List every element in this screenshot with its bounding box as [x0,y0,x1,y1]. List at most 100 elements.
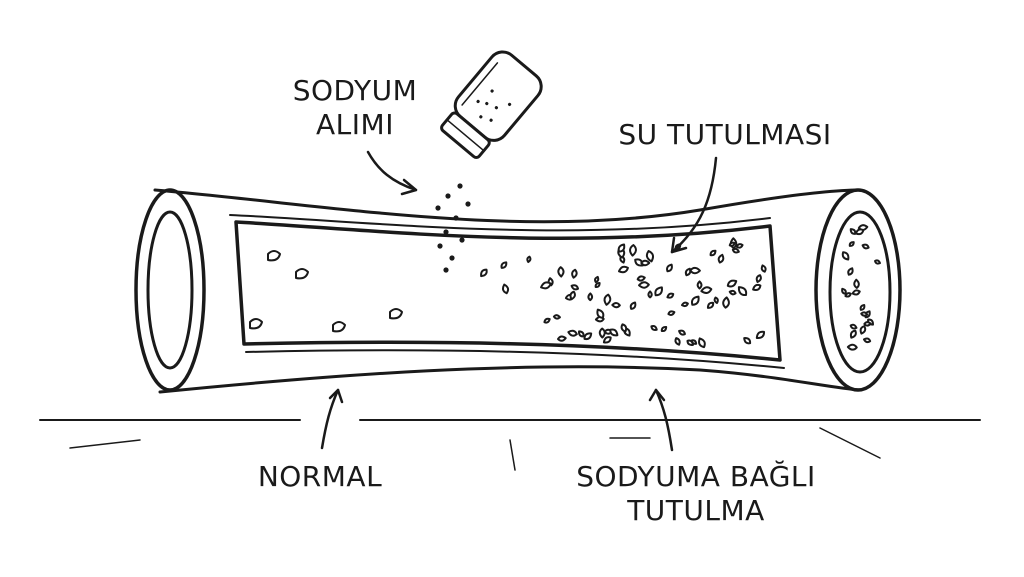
arrow-sodium-retention [648,388,674,452]
droplet [728,241,736,247]
droplet [611,302,621,309]
droplet [849,323,858,330]
droplet [755,330,766,340]
droplet [650,324,658,331]
droplet [848,241,855,247]
vessel-tube [153,188,862,394]
ground-lines [39,419,981,471]
droplet [594,282,601,289]
droplet [735,243,744,249]
droplet [737,286,748,297]
droplet [706,301,715,309]
droplet [678,329,686,336]
droplet [846,343,858,351]
droplet [603,293,612,306]
droplet [569,290,576,301]
droplet [743,337,752,345]
droplet [567,329,578,337]
droplet [709,249,717,257]
droplet [587,292,594,302]
sodium-intake-line2: ALIMI [316,108,394,141]
droplet [844,292,852,298]
droplet [540,281,552,290]
salt-grains [435,183,471,273]
droplet [596,308,605,319]
water-retention-label: SU TUTULMASI [618,118,832,151]
droplet [686,339,695,346]
droplet [543,317,551,324]
droplet [636,275,646,282]
droplet [570,284,580,291]
droplet [731,247,740,254]
sodium-intake-label: SODYUM ALIMI [290,74,420,142]
sodium-retention-label: SODYUMA BAĞLI TUTULMA [566,460,826,528]
droplet [617,243,626,253]
droplet [860,311,869,317]
vessel-right-opening [814,188,902,392]
droplet [752,283,762,292]
droplet [647,290,653,299]
droplet [602,336,612,344]
droplet [696,280,703,290]
droplet [859,325,867,335]
droplet [841,251,850,261]
droplet [863,321,872,327]
droplet [728,289,737,296]
droplet [617,265,629,274]
droplet [620,323,628,333]
droplet [480,268,488,278]
droplet [526,255,532,264]
droplet [841,287,847,295]
droplet [660,326,668,333]
droplet [557,266,565,278]
droplet [851,289,861,296]
droplet [861,243,870,250]
vessel-left-opening [134,188,206,392]
droplet [859,303,866,311]
droplet [629,244,637,257]
droplet [700,286,713,294]
droplet [501,283,510,295]
sodium-intake-line1: SODYUM [292,74,418,107]
droplet [698,337,706,349]
droplet [594,275,600,284]
arrow-normal [320,388,344,450]
droplet [640,259,651,267]
droplet [849,329,857,339]
droplet [654,286,663,297]
droplet [637,281,650,289]
droplet [629,301,637,310]
droplet [862,337,872,344]
droplet [666,263,673,273]
droplet [713,296,719,305]
droplet [853,278,860,289]
normal-droplets [249,250,403,333]
droplet [680,301,689,308]
droplet [722,296,730,309]
droplet [556,335,567,342]
droplet [717,253,725,264]
droplet [689,266,701,275]
droplet [847,267,854,276]
droplet [598,327,606,339]
droplet [854,228,865,236]
droplet [674,337,681,346]
arrow-water-retention [670,156,718,254]
droplet [691,295,700,306]
salt-shaker-icon [440,50,543,159]
droplet [667,310,676,316]
droplet [874,259,881,265]
droplet [760,264,767,273]
droplet [726,279,738,288]
droplet [755,274,762,283]
end-droplets [841,224,881,351]
droplet [578,330,585,338]
droplet [583,332,593,341]
droplet [571,268,578,279]
sodium-retention-line2: TUTULMA [627,494,765,527]
sodium-retention-line1: SODYUMA BAĞLI [576,460,816,493]
normal-label: NORMAL [257,460,383,493]
arrow-sodium-intake [366,150,418,196]
